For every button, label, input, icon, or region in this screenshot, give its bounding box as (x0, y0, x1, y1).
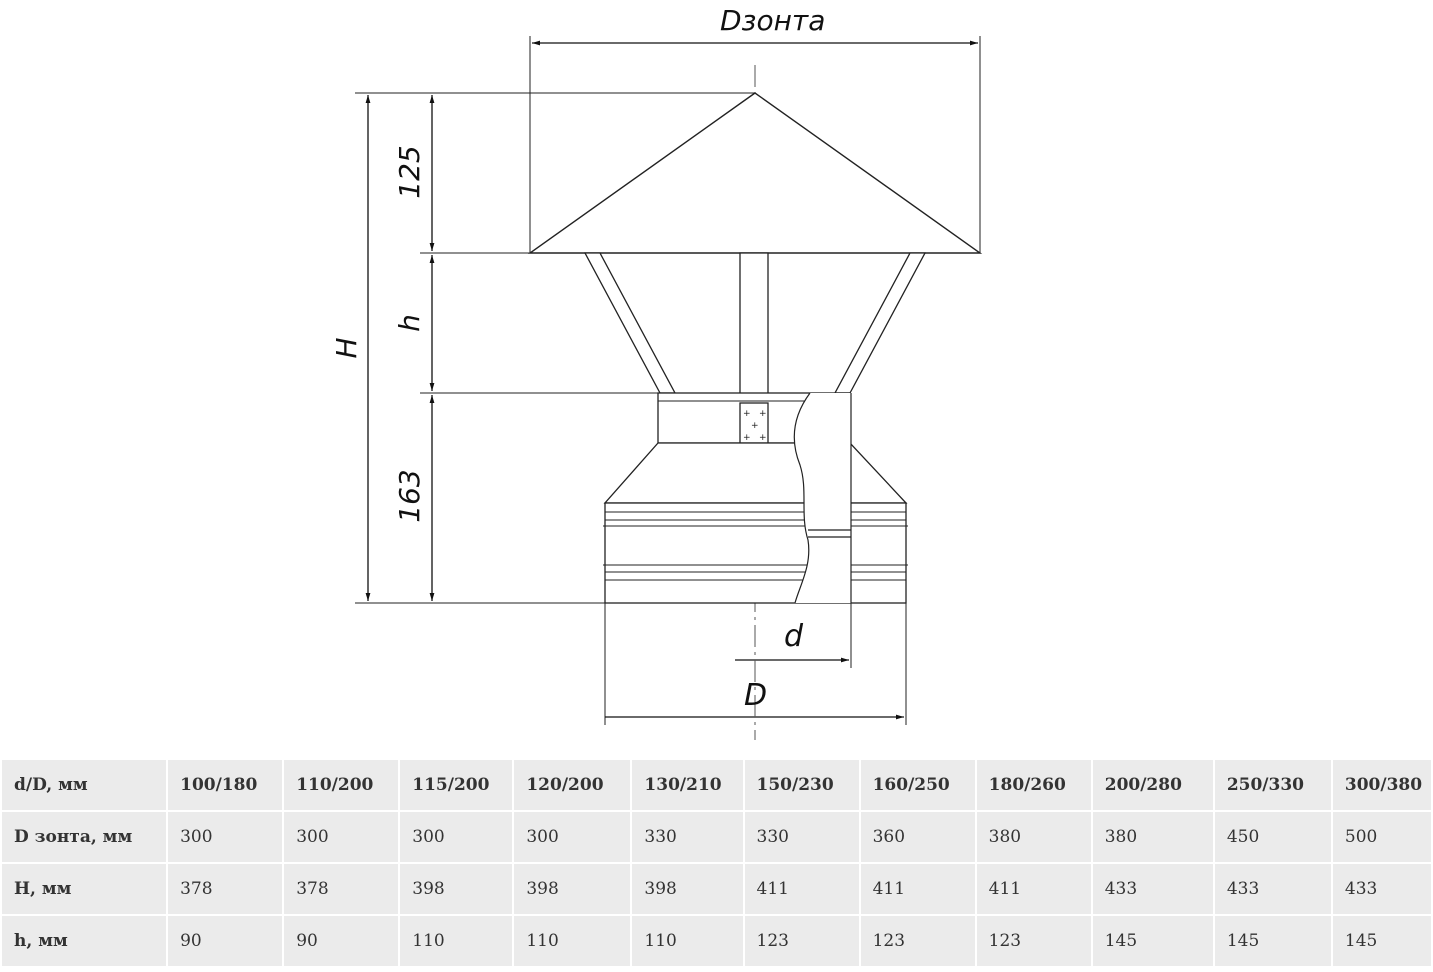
table-cell: 360 (860, 812, 975, 862)
table-cell: 378 (168, 864, 283, 914)
section-cutaway (794, 393, 851, 603)
table-header-cell: 250/330 (1214, 760, 1331, 810)
table-header-cell: 150/230 (744, 760, 859, 810)
table-cell: 123 (744, 916, 859, 966)
table-cell: 398 (514, 864, 631, 914)
table-cell: 380 (976, 812, 1091, 862)
svg-text:+: + (743, 409, 751, 419)
base-cylinder (604, 502, 907, 604)
table-cell: 450 (1214, 812, 1331, 862)
right-bracket (833, 252, 927, 394)
table-cell: 411 (860, 864, 975, 914)
table-cell: 500 (1332, 812, 1431, 862)
base-height-label: 163 (393, 469, 426, 522)
table-cell: 145 (1214, 916, 1331, 966)
table-cell: 90 (168, 916, 283, 966)
table-cell: 330 (632, 812, 743, 862)
table-cell: 398 (400, 864, 513, 914)
inner-diameter-label: d (784, 619, 804, 654)
table-cell: 300 (284, 812, 399, 862)
table-cell: 145 (1092, 916, 1213, 966)
chimney-cap-drawing: ++ + ++ Dзонта H 125 h 163 d D (330, 4, 983, 740)
svg-text:+: + (751, 421, 759, 431)
table-cell: 300 (514, 812, 631, 862)
table-cell: 411 (976, 864, 1091, 914)
row-label: h, мм (2, 916, 167, 966)
table-cell: 110 (514, 916, 631, 966)
d-umbrella-label: Dзонта (720, 4, 825, 37)
table-header-cell: 180/260 (976, 760, 1091, 810)
table-cell: 123 (860, 916, 975, 966)
table-cell: 300 (400, 812, 513, 862)
transition-cone (603, 442, 908, 504)
table-cell: 378 (284, 864, 399, 914)
table-header-cell: 120/200 (514, 760, 631, 810)
table-cell: 110 (400, 916, 513, 966)
row-label: H, мм (2, 864, 167, 914)
table-cell: 398 (632, 864, 743, 914)
table-cell: 433 (1214, 864, 1331, 914)
table-cell: 380 (1092, 812, 1213, 862)
table-header-cell: 300/380 (1332, 760, 1431, 810)
table-header-cell: 110/200 (284, 760, 399, 810)
table-cell: 90 (284, 916, 399, 966)
row-label: D зонта, мм (2, 812, 167, 862)
table-cell: 123 (976, 916, 1091, 966)
table-cell: 145 (1332, 916, 1431, 966)
table-header-cell: 100/180 (168, 760, 283, 810)
table-header-cell: 130/210 (632, 760, 743, 810)
svg-text:+: + (743, 433, 751, 443)
table-header-corner: d/D, мм (2, 760, 167, 810)
table-header-cell: 115/200 (400, 760, 513, 810)
table-cell: 330 (744, 812, 859, 862)
table-cell: 300 (168, 812, 283, 862)
cone-cap (527, 92, 983, 254)
table-header-cell: 200/280 (1092, 760, 1213, 810)
table-cell: 433 (1332, 864, 1431, 914)
table-cell: 110 (632, 916, 743, 966)
table-cell: 433 (1092, 864, 1213, 914)
table-cell: 411 (744, 864, 859, 914)
svg-text:+: + (759, 409, 767, 419)
gap-height-label: h (393, 314, 426, 332)
cap-height-label: 125 (393, 145, 426, 198)
left-bracket (583, 252, 677, 394)
outer-diameter-label: D (744, 678, 767, 713)
table-header-cell: 160/250 (860, 760, 975, 810)
svg-text:+: + (759, 433, 767, 443)
total-height-label: H (330, 337, 363, 358)
